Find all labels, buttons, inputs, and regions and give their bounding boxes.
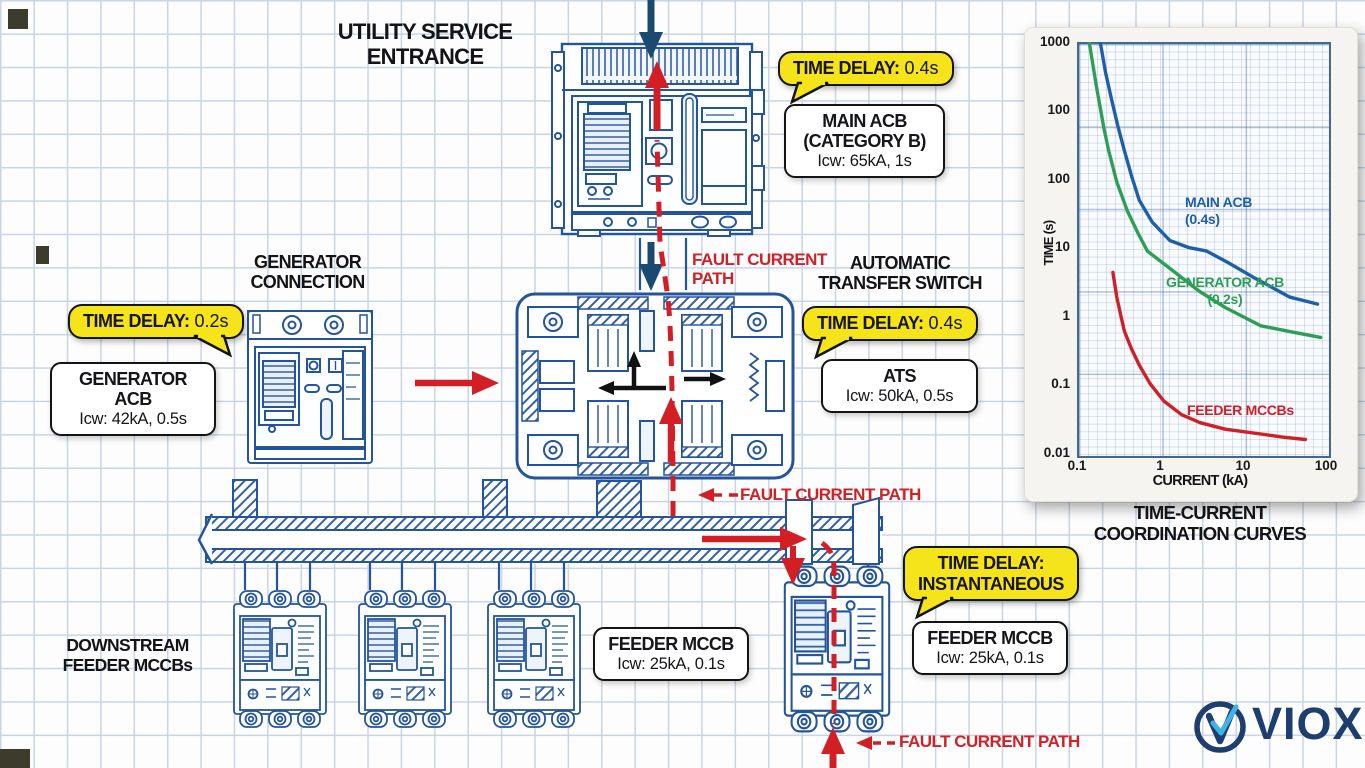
- main-acb-breaker-drawing: [551, 42, 765, 237]
- chart-plot-area: [1077, 42, 1331, 458]
- viox-logo-icon: [1194, 701, 1246, 753]
- y-tick: 100: [1047, 171, 1070, 186]
- main-acb-spec-box: MAIN ACB (CATEGORY B) Icw: 65kA, 1s: [784, 104, 945, 179]
- transfer-direction-arrows: [598, 351, 726, 395]
- time-delay-label: TIME DELAY:: [83, 311, 190, 331]
- ats-spec-box: ATS Icw: 50kA, 0.5s: [821, 359, 978, 414]
- time-delay-label: TIME DELAY:: [817, 313, 924, 333]
- y-tick: 1: [1062, 308, 1070, 323]
- fault-current-path-label-bottom: FAULT CURRENT PATH: [899, 732, 1080, 751]
- y-tick: 100: [1047, 102, 1070, 117]
- ats-drawing: [515, 292, 795, 480]
- feeder-mccb-name: FEEDER MCCB: [608, 634, 734, 654]
- y-tick: 10: [1054, 239, 1070, 254]
- generator-acb-breaker-drawing: [247, 310, 373, 464]
- chart-title: TIME-CURRENT COORDINATION CURVES: [1075, 502, 1325, 545]
- generator-title-line2: CONNECTION: [250, 272, 366, 293]
- chart-curves: [1087, 42, 1323, 442]
- ats-name: ATS: [883, 366, 916, 386]
- y-tick: 1000: [1039, 34, 1070, 49]
- ats-title-line2: TRANSFER SWITCH: [818, 273, 982, 294]
- chart-x-axis-label: CURRENT (kA): [1152, 473, 1248, 489]
- curve-name: GENERATOR ACB: [1166, 274, 1284, 290]
- time-delay-callout-feeder: TIME DELAY: INSTANTANEOUS: [903, 546, 1079, 620]
- time-delay-callout-generator: TIME DELAY: 0.2s: [68, 304, 244, 358]
- generator-acb-spec-box: GENERATOR ACB Icw: 42kA, 0.5s: [50, 362, 216, 437]
- fault-current-path-label-top: FAULT CURRENT PATH: [692, 250, 827, 288]
- fault-path-dashed-mccb: [820, 540, 837, 724]
- corner-mark: [0, 749, 30, 768]
- viox-logo: VIOX: [1190, 696, 1363, 756]
- x-tick: 0.1: [1067, 458, 1087, 473]
- automatic-transfer-switch-title: AUTOMATIC TRANSFER SWITCH: [810, 253, 990, 294]
- generator-connection-title: GENERATOR CONNECTION: [240, 252, 375, 293]
- time-delay-value: 0.2s: [194, 311, 229, 331]
- x-tick: 100: [1314, 458, 1338, 473]
- generator-title-line1: GENERATOR: [253, 252, 362, 272]
- curve-name: FEEDER MCCBs: [1187, 402, 1294, 418]
- chart-title-line2: COORDINATION CURVES: [1093, 522, 1307, 544]
- feeder-mccb-icw: Icw: 25kA, 0.1s: [936, 649, 1044, 668]
- time-delay-value: 0.4s: [928, 313, 963, 333]
- time-delay-label: TIME DELAY:: [793, 58, 900, 78]
- main-acb-icw: Icw: 65kA, 1s: [817, 152, 912, 171]
- time-delay-value: INSTANTANEOUS: [918, 573, 1064, 594]
- utility-service-entrance-title: UTILITY SERVICE ENTRANCE: [337, 19, 513, 69]
- main-acb-name: MAIN ACB: [822, 111, 907, 131]
- feeder-mccb-spec-box-right: FEEDER MCCB Icw: 25kA, 0.1s: [912, 621, 1068, 676]
- main-acb-category: (CATEGORY B): [803, 131, 926, 152]
- curve-name: MAIN ACB: [1185, 194, 1253, 210]
- y-tick: 0.01: [1043, 445, 1070, 460]
- curve-annotation: (0.2s): [1207, 290, 1243, 307]
- fault-top-line2: PATH: [692, 268, 734, 288]
- fault-top-line1: FAULT CURRENT: [692, 250, 827, 269]
- curve-main-acb: [1098, 42, 1320, 306]
- time-delay-label: TIME DELAY:: [937, 553, 1045, 573]
- fault-current-path-label-middle: FAULT CURRENT PATH: [740, 485, 921, 504]
- x-tick: 1: [1156, 458, 1164, 473]
- ats-title-line1: AUTOMATIC: [849, 253, 951, 273]
- viox-logo-text: VIOX: [1252, 698, 1364, 749]
- edge-mark: [36, 246, 49, 264]
- chart-title-line1: TIME-CURRENT: [1133, 502, 1267, 523]
- time-delay-callout-ats: TIME DELAY: 0.4s: [802, 306, 978, 360]
- downstream-title-line2: FEEDER MCCBs: [62, 654, 193, 675]
- feeder-mccb-spec-box-left: FEEDER MCCB Icw: 25kA, 0.1s: [593, 627, 749, 682]
- curve-label-feeder-mccbs: FEEDER MCCBs: [1187, 402, 1294, 419]
- downstream-title-line1: DOWNSTREAM: [66, 635, 189, 655]
- fault-path-dashed-main: [654, 139, 676, 516]
- chart-y-axis-label: TIME (s): [1041, 220, 1056, 266]
- downstream-feeder-mccbs-title: DOWNSTREAM FEEDER MCCBs: [55, 635, 200, 676]
- feeder-mccb-icw: Icw: 25kA, 0.1s: [617, 655, 725, 674]
- generator-acb-name: GENERATOR ACB: [79, 369, 188, 410]
- ats-icw: Icw: 50kA, 0.5s: [845, 387, 954, 406]
- feeder-mccb-name: FEEDER MCCB: [927, 628, 1053, 648]
- curve-label-generator-acb: GENERATOR ACB (0.2s): [1150, 274, 1300, 307]
- curve-label-main-acb: MAIN ACB (0.4s): [1185, 194, 1252, 227]
- curve-annotation: (0.4s): [1185, 210, 1220, 227]
- time-delay-value: 0.4s: [904, 58, 939, 78]
- x-tick: 10: [1235, 458, 1251, 473]
- curve-generator-acb: [1087, 42, 1323, 340]
- time-delay-callout-main: TIME DELAY: 0.4s: [778, 51, 954, 105]
- corner-mark: [8, 9, 28, 29]
- y-tick: 0.1: [1051, 376, 1070, 391]
- generator-acb-icw: Icw: 42kA, 0.5s: [79, 410, 187, 429]
- curve-feeder-mccbs: [1111, 270, 1308, 442]
